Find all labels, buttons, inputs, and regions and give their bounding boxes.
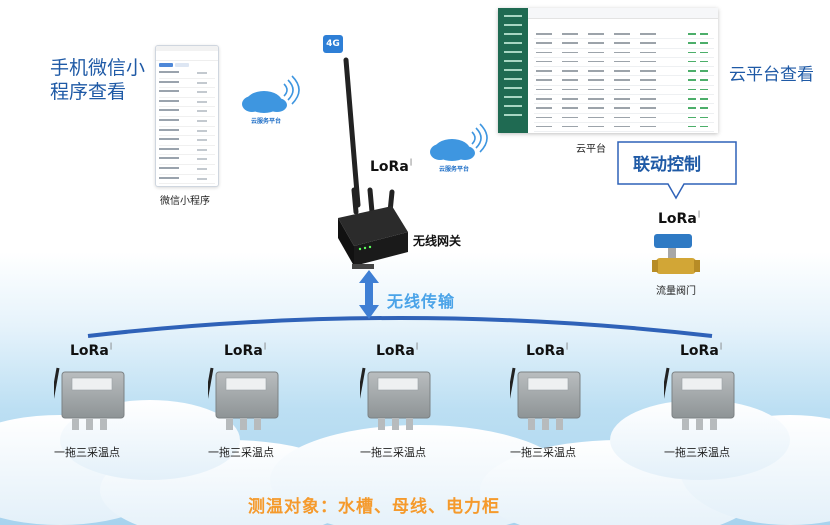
platform-table	[534, 30, 714, 133]
platform-sidebar	[498, 8, 528, 133]
lora-logo-node: LoRa|	[680, 342, 723, 359]
phone-list-row	[159, 98, 215, 108]
gateway-label: 无线网关	[413, 234, 462, 248]
phone-status-bar	[156, 46, 218, 51]
sensor-node: LoRa| 一拖三采温点	[510, 340, 600, 460]
lora-logo-node: LoRa|	[526, 342, 569, 359]
sensor-node: LoRa| 一拖三采温点	[664, 340, 754, 460]
sensor-node: LoRa| 一拖三采温点	[360, 340, 450, 460]
measurement-targets: 测温对象：水槽、母线、电力柜	[248, 497, 500, 517]
sensor-device	[360, 367, 431, 430]
phone-list-row	[159, 136, 215, 146]
phone-list-row	[159, 107, 215, 117]
callout-box	[617, 141, 737, 200]
wireless-transmission-label: 无线传输	[387, 292, 456, 311]
node-label: 一拖三采温点	[54, 446, 120, 459]
phone-list-row	[159, 79, 215, 89]
phone-list-row	[159, 155, 215, 165]
node-label: 一拖三采温点	[510, 446, 576, 459]
signal-icon: |	[697, 210, 701, 218]
cloud-label-center: 云服务平台	[439, 166, 470, 173]
sensor-device	[54, 367, 125, 430]
platform-row	[534, 95, 714, 105]
sensor-node: LoRa| 一拖三采温点	[54, 340, 144, 460]
platform-row	[534, 104, 714, 114]
linkage-control-label: 联动控制	[633, 155, 701, 175]
platform-row	[534, 132, 714, 133]
phone-list-row	[159, 117, 215, 127]
node-label: 一拖三采温点	[664, 446, 730, 459]
platform-topbar	[528, 8, 718, 19]
cloud-label-left: 云服务平台	[251, 118, 282, 125]
phone-list-row	[159, 69, 215, 79]
transfer-arrow	[359, 270, 379, 319]
platform-row	[534, 39, 714, 49]
platform-row	[534, 86, 714, 96]
cloud-icon-left	[242, 75, 300, 113]
signal-icon: |	[409, 158, 413, 166]
cloud-icon-center	[430, 123, 488, 161]
phone-nav-bar	[156, 51, 218, 61]
network-arc	[87, 316, 713, 338]
flow-valve	[652, 234, 700, 274]
background-clouds	[0, 400, 830, 525]
signal-icon: |	[109, 342, 113, 350]
sensor-node: LoRa| 一拖三采温点	[208, 340, 298, 460]
signal-icon: |	[263, 342, 267, 350]
node-label: 一拖三采温点	[208, 446, 274, 459]
lora-logo-node: LoRa|	[376, 342, 419, 359]
gateway-antenna	[343, 57, 395, 215]
valve-label: 流量阀门	[656, 286, 696, 297]
sensor-device	[664, 367, 735, 430]
sensor-device	[510, 367, 581, 430]
platform-caption: 云平台	[576, 144, 606, 155]
cloud-platform-title: 云平台查看	[729, 65, 814, 85]
phone-mockup	[155, 45, 219, 187]
phone-tab	[175, 63, 189, 67]
4g-badge: 4G	[323, 35, 343, 53]
phone-tab	[159, 63, 173, 67]
platform-row	[534, 49, 714, 58]
lora-logo-node: LoRa|	[224, 342, 267, 359]
platform-row	[534, 67, 714, 77]
signal-icon: |	[719, 342, 723, 350]
signal-icon: |	[565, 342, 569, 350]
phone-list-row	[159, 127, 215, 137]
lora-logo-valve: LoRa|	[658, 210, 701, 227]
phone-caption: 微信小程序	[160, 196, 210, 207]
platform-row	[534, 76, 714, 86]
phone-list-row	[159, 88, 215, 98]
sensor-device	[208, 367, 279, 430]
platform-row	[534, 114, 714, 123]
phone-list-row	[159, 165, 215, 175]
signal-icon: |	[415, 342, 419, 350]
lora-logo-node: LoRa|	[70, 342, 113, 359]
lora-logo-gateway: LoRa|	[370, 158, 413, 175]
gateway-device	[338, 206, 408, 269]
phone-list-row	[159, 175, 215, 185]
node-label: 一拖三采温点	[360, 446, 426, 459]
platform-row	[534, 123, 714, 133]
cloud-platform-screenshot	[498, 8, 718, 133]
platform-row	[534, 30, 714, 40]
phone-list-row	[159, 146, 215, 156]
mini-program-title: 手机微信小程序查看	[50, 57, 146, 103]
phone-tabs	[156, 61, 218, 69]
platform-row	[534, 58, 714, 68]
